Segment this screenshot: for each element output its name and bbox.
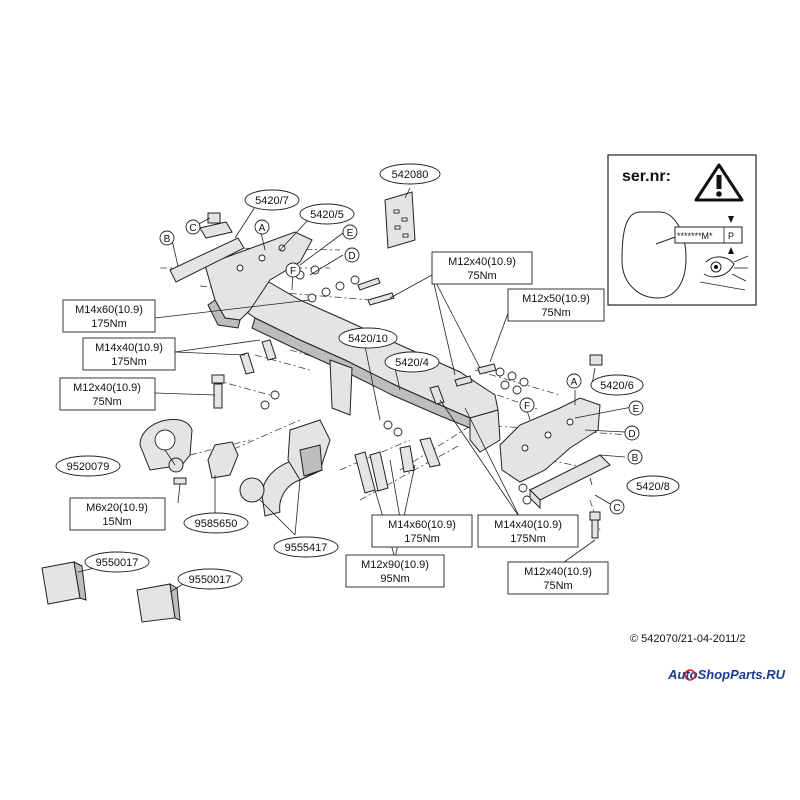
- part-number-text: 5420/5: [310, 209, 344, 221]
- bolt-spec-m12x50: M12x50(10.9) 75Nm: [507, 288, 605, 322]
- part-number-text: 9585650: [195, 518, 238, 530]
- svg-text:M12x40(10.9): M12x40(10.9): [448, 256, 516, 268]
- svg-text:E: E: [633, 404, 640, 415]
- bolt-spec-m12x40-right: M12x40(10.9) 75Nm: [507, 561, 609, 595]
- svg-text:F: F: [290, 266, 296, 277]
- warning-icon: [694, 163, 744, 202]
- svg-text:175Nm: 175Nm: [91, 318, 126, 330]
- svg-text:M14x40(10.9): M14x40(10.9): [494, 519, 562, 531]
- svg-text:C: C: [613, 503, 620, 514]
- part-number-text: 542080: [392, 169, 429, 181]
- right-side-bracket: [499, 397, 601, 483]
- bolt-spec-m14x40-left: M14x40(10.9) 175Nm: [82, 337, 176, 371]
- copyright-text: © 542070/21-04-2011/2: [630, 633, 746, 645]
- svg-text:175Nm: 175Nm: [510, 533, 545, 545]
- part-number-text: 9555417: [285, 542, 328, 554]
- svg-text:B: B: [632, 453, 639, 464]
- svg-text:D: D: [348, 251, 355, 262]
- svg-text:M12x40(10.9): M12x40(10.9): [73, 382, 141, 394]
- svg-text:A: A: [259, 223, 266, 234]
- svg-text:A: A: [571, 377, 578, 388]
- svg-text:175Nm: 175Nm: [111, 356, 146, 368]
- svg-text:E: E: [347, 228, 354, 239]
- part-label-9585650: 9585650: [183, 512, 249, 534]
- bolt-spec-m6x20: M6x20(10.9) 15Nm: [69, 497, 166, 531]
- part-number-text: 5420/7: [255, 195, 289, 207]
- letter-d-left: D: [344, 247, 360, 263]
- svg-text:B: B: [164, 234, 171, 245]
- part-label-9550017-a: 9550017: [84, 551, 150, 573]
- part-label-5420-8: 5420/8: [626, 475, 680, 497]
- letter-b-right: B: [627, 449, 643, 465]
- letter-c-right: C: [609, 499, 625, 515]
- svg-text:75Nm: 75Nm: [92, 396, 121, 408]
- svg-text:175Nm: 175Nm: [404, 533, 439, 545]
- left-side-bracket: [204, 231, 313, 329]
- clamp: [207, 441, 239, 479]
- part-number-text: 5420/10: [348, 333, 388, 345]
- part-number-text: 5420/6: [600, 380, 634, 392]
- letter-f-right: F: [519, 397, 535, 413]
- svg-text:75Nm: 75Nm: [467, 270, 496, 282]
- part-number-text: 5420/8: [636, 481, 670, 493]
- svg-text:M12x40(10.9): M12x40(10.9): [524, 566, 592, 578]
- part-label-9520079: 9520079: [55, 455, 121, 477]
- svg-text:D: D: [628, 429, 635, 440]
- letter-b-left: B: [159, 230, 175, 246]
- letter-d-right: D: [624, 425, 640, 441]
- part-number-text: 9520079: [67, 461, 110, 473]
- bolt-spec-m14x40-bottom: M14x40(10.9) 175Nm: [477, 514, 579, 548]
- svg-text:M14x40(10.9): M14x40(10.9): [95, 342, 163, 354]
- letter-e-right: E: [628, 400, 644, 416]
- letter-c-left: C: [185, 219, 201, 235]
- bolt-spec-m12x40-left: M12x40(10.9) 75Nm: [59, 377, 156, 411]
- eye-icon: [699, 255, 749, 291]
- part-label-5420-7: 5420/7: [244, 189, 300, 211]
- bolt-spec-m14x60-bottom: M14x60(10.9) 175Nm: [371, 514, 473, 548]
- svg-text:M6x20(10.9): M6x20(10.9): [86, 502, 148, 514]
- fasteners: [211, 265, 601, 539]
- part-label-5420-5: 5420/5: [299, 203, 355, 225]
- electrical-blocks: [41, 561, 181, 623]
- serial-plate-p: P: [728, 231, 734, 241]
- part-label-542080: 542080: [379, 163, 441, 185]
- part-number-text: 9550017: [96, 557, 139, 569]
- part-label-5420-4: 5420/4: [384, 351, 440, 373]
- watermark-text: AutoShopParts.RU: [667, 667, 786, 682]
- part-label-5420-10: 5420/10: [338, 327, 398, 349]
- bolt-spec-m14x60-left: M14x60(10.9) 175Nm: [62, 299, 156, 333]
- fastener-bag: [384, 191, 416, 249]
- bolt-spec-m12x40-top: M12x40(10.9) 75Nm: [431, 251, 533, 285]
- svg-text:15Nm: 15Nm: [102, 516, 131, 528]
- serial-plate-text: *******M*: [677, 231, 713, 241]
- svg-text:M14x60(10.9): M14x60(10.9): [75, 304, 143, 316]
- part-number-text: 9550017: [189, 574, 232, 586]
- part-number-text: 5420/4: [395, 357, 429, 369]
- svg-text:75Nm: 75Nm: [541, 307, 570, 319]
- svg-text:M12x90(10.9): M12x90(10.9): [361, 559, 429, 571]
- svg-text:95Nm: 95Nm: [380, 573, 409, 585]
- serial-title: ser.nr:: [622, 168, 671, 185]
- part-label-5420-6: 5420/6: [590, 374, 644, 396]
- svg-text:F: F: [524, 401, 530, 412]
- svg-text:75Nm: 75Nm: [543, 580, 572, 592]
- svg-text:C: C: [189, 223, 196, 234]
- serial-number-panel: ser.nr: *******M* P: [607, 154, 757, 306]
- tow-ball: [239, 419, 331, 517]
- part-label-9555417: 9555417: [273, 536, 339, 558]
- letter-a-left: A: [254, 219, 270, 235]
- letter-a-right: A: [566, 373, 582, 389]
- right-strap: [529, 354, 611, 510]
- left-strap: [169, 212, 245, 283]
- watermark-logo: AutoShopParts.RU: [667, 667, 786, 682]
- letter-f-left: F: [285, 262, 301, 278]
- wheel-icon: [684, 669, 696, 681]
- bolt-spec-m12x90: M12x90(10.9) 95Nm: [345, 554, 445, 588]
- svg-text:M14x60(10.9): M14x60(10.9): [388, 519, 456, 531]
- part-label-9550017-b: 9550017: [177, 568, 243, 590]
- letter-e-left: E: [342, 224, 358, 240]
- svg-text:M12x50(10.9): M12x50(10.9): [522, 293, 590, 305]
